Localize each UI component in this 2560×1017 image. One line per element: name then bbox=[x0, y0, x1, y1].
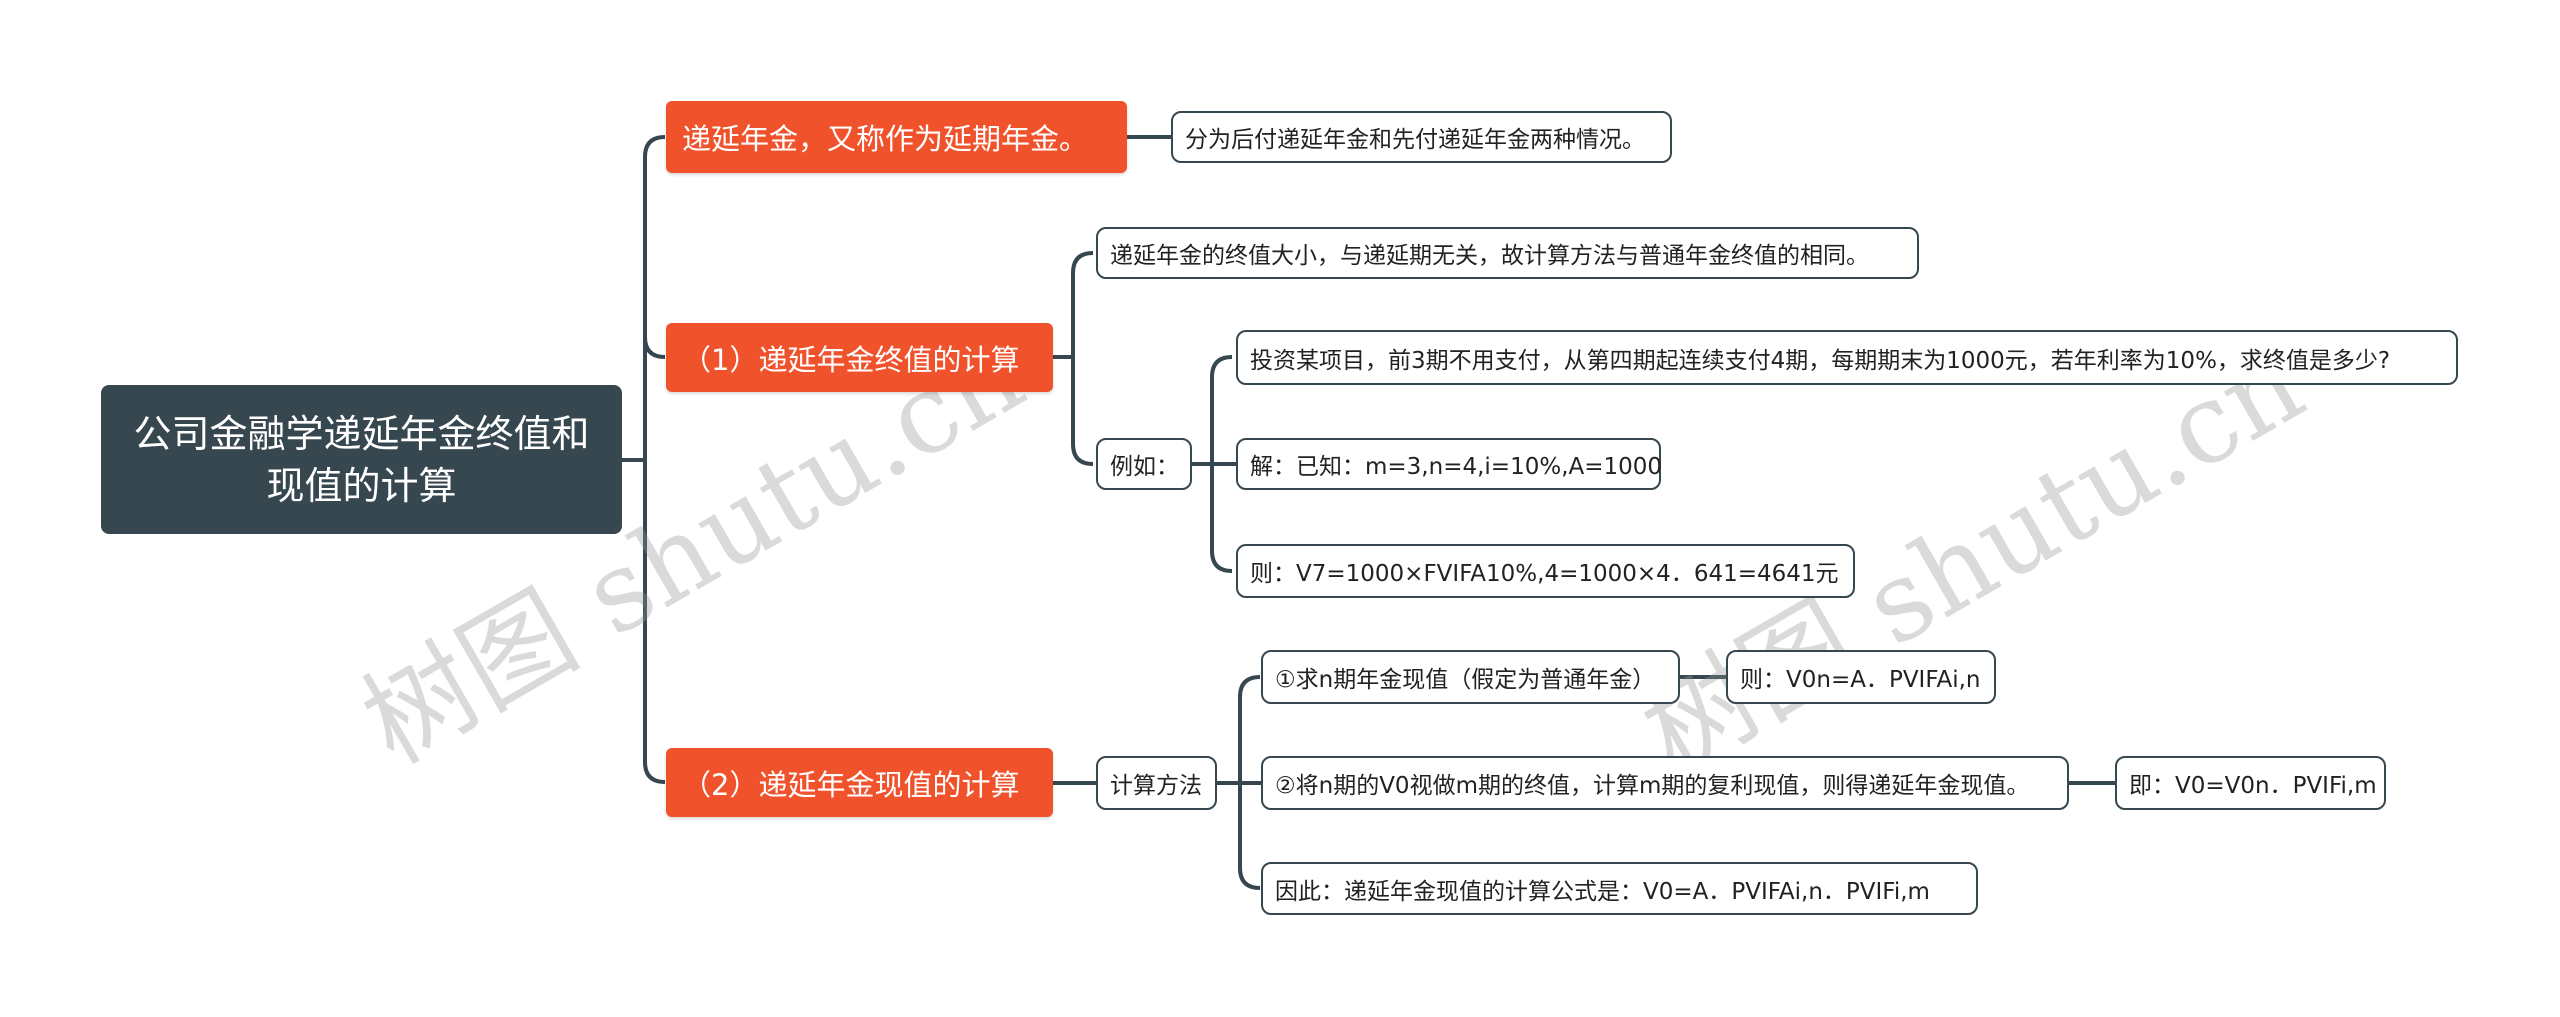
branch-present-value[interactable]: （2）递延年金现值的计算 bbox=[666, 748, 1053, 817]
example-node[interactable]: 则：V7=1000×FVIFA10%,4=1000×4．641=4641元 bbox=[1236, 544, 1855, 598]
method-text: ②将n期的V0视做m期的终值，计算m期的复利现值，则得递延年金现值。 bbox=[1275, 773, 2030, 799]
root-title: 公司金融学递延年金终值和现值的计算 bbox=[133, 411, 590, 508]
method-result: 即：V0=V0n．PVIFi,m bbox=[2129, 773, 2377, 799]
method-text: ①求n期年金现值（假定为普通年金） bbox=[1275, 667, 1656, 693]
note-node[interactable]: 递延年金的终值大小，与递延期无关，故计算方法与普通年金终值的相同。 bbox=[1096, 227, 1919, 279]
branch-label: （1）递延年金终值的计算 bbox=[682, 342, 1020, 377]
note-text: 递延年金的终值大小，与递延期无关，故计算方法与普通年金终值的相同。 bbox=[1110, 243, 1869, 269]
method-node[interactable]: ②将n期的V0视做m期的终值，计算m期的复利现值，则得递延年金现值。 bbox=[1261, 756, 2069, 810]
branch-label: （2）递延年金现值的计算 bbox=[682, 767, 1020, 802]
root-node[interactable]: 公司金融学递延年金终值和现值的计算 bbox=[101, 385, 622, 534]
method-node[interactable]: ①求n期年金现值（假定为普通年金） bbox=[1261, 650, 1680, 704]
branch-future-value[interactable]: （1）递延年金终值的计算 bbox=[666, 323, 1053, 392]
note-text: 分为后付递延年金和先付递延年金两种情况。 bbox=[1185, 127, 1645, 153]
branch-label: 递延年金，又称作为延期年金。 bbox=[682, 122, 1089, 156]
example-node[interactable]: 解：已知：m=3,n=4,i=10%,A=1000 bbox=[1236, 438, 1663, 490]
example-text: 解：已知：m=3,n=4,i=10%,A=1000 bbox=[1250, 454, 1663, 480]
example-node[interactable]: 投资某项目，前3期不用支付，从第四期起连续支付4期，每期期末为1000元，若年利… bbox=[1236, 330, 2458, 385]
method-result-node[interactable]: 即：V0=V0n．PVIFi,m bbox=[2115, 756, 2386, 810]
note-node[interactable]: 分为后付递延年金和先付递延年金两种情况。 bbox=[1171, 111, 1672, 163]
method-node[interactable]: 因此：递延年金现值的计算公式是：V0=A．PVIFAi,n．PVIFi,m bbox=[1261, 862, 1978, 915]
method-label: 计算方法 bbox=[1110, 773, 1202, 799]
example-label: 例如： bbox=[1110, 454, 1179, 480]
method-label-node[interactable]: 计算方法 bbox=[1096, 756, 1217, 810]
example-text: 投资某项目，前3期不用支付，从第四期起连续支付4期，每期期末为1000元，若年利… bbox=[1250, 347, 2391, 374]
example-text: 则：V7=1000×FVIFA10%,4=1000×4．641=4641元 bbox=[1250, 561, 1839, 587]
method-result-node[interactable]: 则：V0n=A．PVIFAi,n bbox=[1726, 650, 1996, 704]
method-text: 因此：递延年金现值的计算公式是：V0=A．PVIFAi,n．PVIFi,m bbox=[1275, 878, 1930, 905]
example-label-node[interactable]: 例如： bbox=[1096, 438, 1192, 490]
branch-deferred-annuity[interactable]: 递延年金，又称作为延期年金。 bbox=[666, 101, 1127, 173]
method-result: 则：V0n=A．PVIFAi,n bbox=[1740, 667, 1981, 693]
